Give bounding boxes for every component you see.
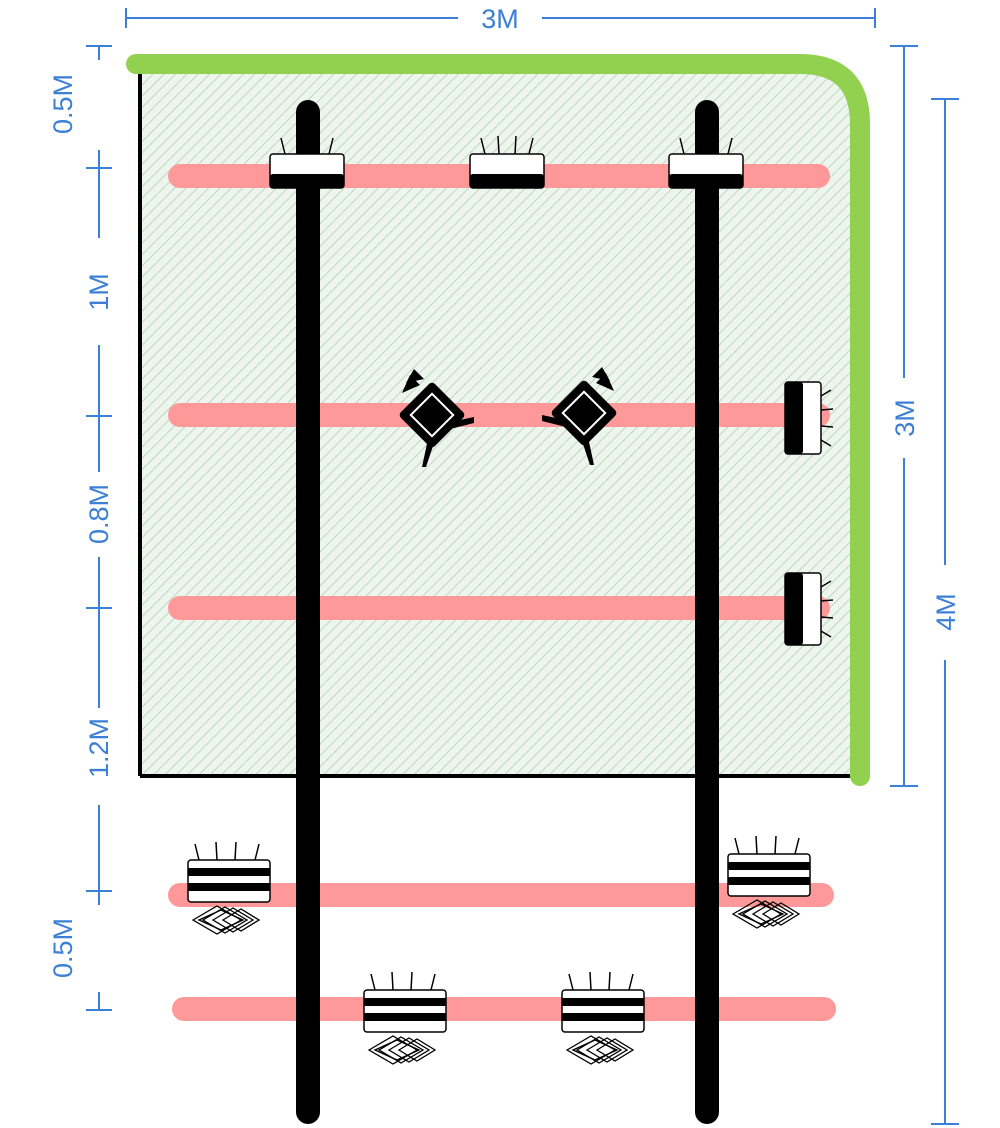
blinder-light-icon <box>727 835 811 929</box>
blinder-light-icon <box>363 971 447 1065</box>
dimension-top-width <box>125 8 876 28</box>
blinder-light-icon <box>187 841 271 935</box>
dimension-left-label: 1M <box>84 273 114 311</box>
dimension-top-label: 3M <box>481 4 519 34</box>
dimension-left-label: 0.8M <box>84 484 114 544</box>
dimension-right-inner-label: 3M <box>890 399 920 437</box>
dimension-left-label: 1.2M <box>84 718 114 778</box>
dimension-left-label: 0.5M <box>48 918 78 978</box>
dimension-left-label: 0.5M <box>48 74 78 134</box>
dimension-left-chain <box>86 45 112 1011</box>
dimension-right-outer-label: 4M <box>931 593 961 631</box>
wall-border <box>126 54 870 786</box>
dimension-right-inner <box>890 45 918 787</box>
truss-columns <box>296 100 719 1124</box>
blinder-light-icon <box>561 971 645 1065</box>
dimension-right-outer <box>931 98 959 1125</box>
